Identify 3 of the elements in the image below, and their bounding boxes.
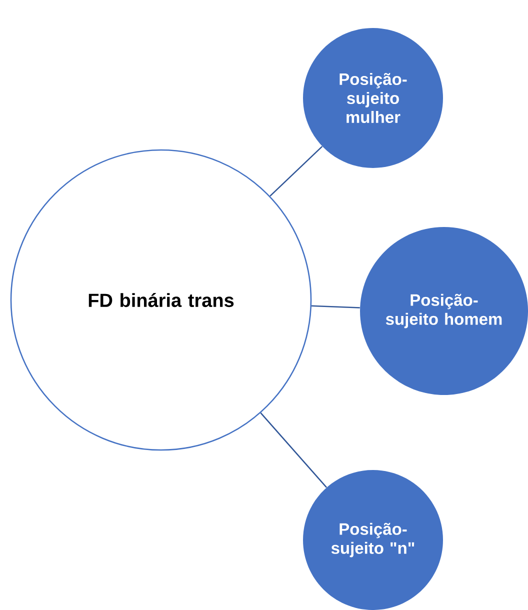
connector-line (270, 146, 323, 197)
connector-line (312, 305, 360, 308)
connector-line (260, 412, 328, 488)
